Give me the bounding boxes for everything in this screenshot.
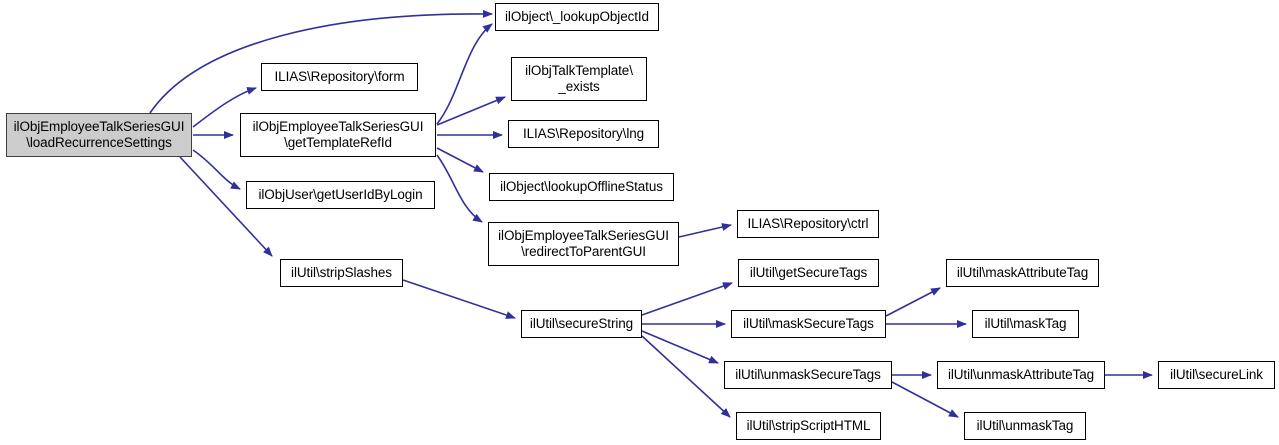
graph-node-unmaskAttributeTag[interactable]: ilUtil\unmaskAttributeTag [937,361,1105,389]
call-edge [436,96,506,126]
call-edge [678,223,732,238]
call-edge [885,287,941,317]
graph-node-redirectToParentGUI[interactable]: ilObjEmployeeTalkSeriesGUI \redirectToPa… [488,222,679,266]
graph-node-unmaskTag[interactable]: ilUtil\unmaskTag [964,412,1086,440]
call-edge [641,282,733,316]
call-edge [641,330,719,364]
graph-node-talkTemplateExists[interactable]: ilObjTalkTemplate\ _exists [511,57,647,101]
graph-node-getTemplateRefId[interactable]: ilObjEmployeeTalkSeriesGUI \getTemplateR… [240,113,436,157]
graph-node-lookupOfflineStatus[interactable]: ilObject\lookupOfflineStatus [489,173,674,201]
graph-node-stripSlashes[interactable]: ilUtil\stripSlashes [280,259,403,287]
graph-node-getUserIdByLogin[interactable]: ilObjUser\getUserIdByLogin [246,181,435,209]
graph-node-maskSecureTags[interactable]: ilUtil\maskSecureTags [731,310,886,338]
graph-node-stripScriptHTML[interactable]: ilUtil\stripScriptHTML [736,412,881,440]
call-edge [436,154,483,223]
graph-node-repositoryCtrl[interactable]: ILIAS\Repository\ctrl [737,210,879,238]
graph-node-loadRecurrenceSettings[interactable]: ilObjEmployeeTalkSeriesGUI \loadRecurren… [6,113,192,157]
call-edge [436,23,493,125]
graph-node-repositoryLng[interactable]: ILIAS\Repository\lng [508,120,659,148]
call-edge [192,149,241,190]
call-edge [436,147,484,173]
graph-node-secureString[interactable]: ilUtil\secureString [521,310,642,338]
graph-node-secureLink[interactable]: ilUtil\secureLink [1158,361,1275,389]
graph-node-unmaskSecureTags[interactable]: ilUtil\unmaskSecureTags [724,361,892,389]
call-edge [641,335,731,418]
graph-node-maskTag[interactable]: ilUtil\maskTag [972,310,1079,338]
graph-node-maskAttributeTag[interactable]: ilUtil\maskAttributeTag [946,259,1099,287]
graph-node-lookupObjectId[interactable]: ilObject\_lookupObjectId [495,3,659,31]
graph-node-repositoryForm[interactable]: ILIAS\Repository\form [261,63,418,91]
graph-node-getSecureTags[interactable]: ilUtil\getSecureTags [738,259,879,287]
call-edge [402,279,516,319]
